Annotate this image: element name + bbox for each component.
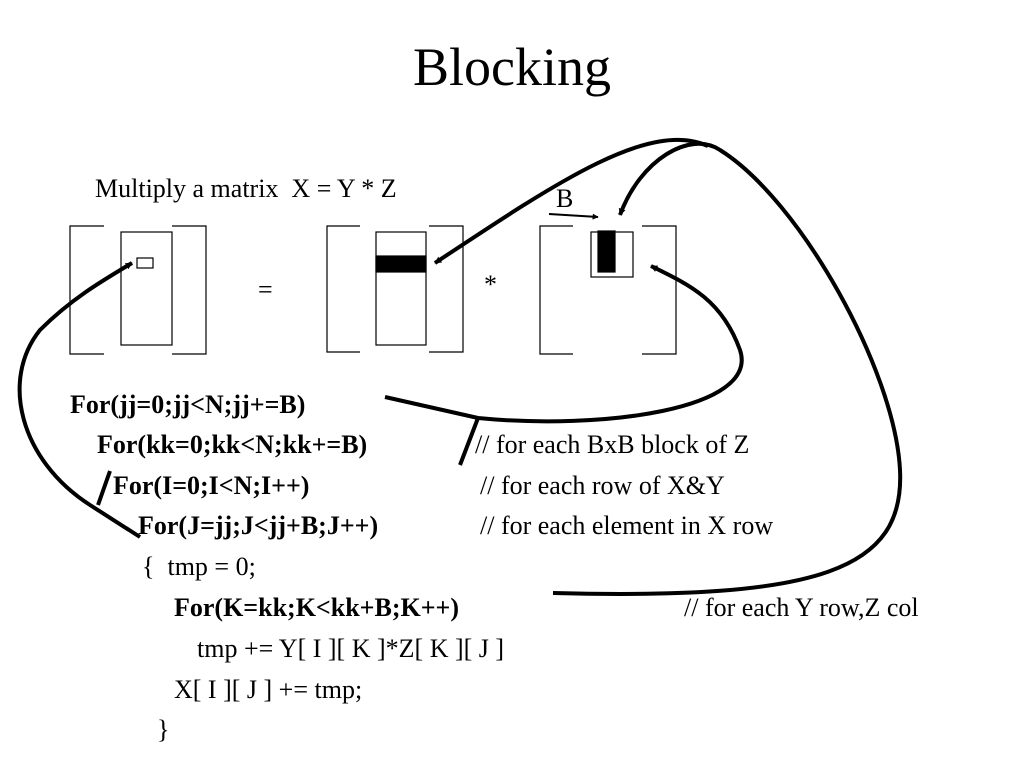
matrix-y-left-bracket bbox=[326, 225, 360, 353]
matrix-y-row-block bbox=[375, 255, 427, 273]
code-line-close-brace: } bbox=[157, 715, 170, 744]
comment-element-in-x-row: // for each element in X row bbox=[480, 511, 774, 540]
slide-title: Blocking bbox=[413, 37, 611, 97]
matrix-y-right-bracket bbox=[429, 225, 464, 353]
comment-block-of-z: // for each BxB block of Z bbox=[475, 430, 750, 459]
matrix-z-column-block bbox=[597, 230, 616, 273]
equals-sign: = bbox=[258, 275, 273, 304]
matrix-y-column-strip bbox=[375, 231, 427, 346]
code-line-kk-loop: For(kk=0;kk<N;kk+=B) bbox=[97, 430, 368, 459]
code-line-jj-loop: For(jj=0;jj<N;jj+=B) bbox=[70, 390, 306, 419]
comment-y-row-z-col: // for each Y row,Z col bbox=[684, 593, 919, 622]
code-line-i-loop: For(I=0;I<N;I++) bbox=[113, 471, 310, 500]
comment-row-of-xy: // for each row of X&Y bbox=[480, 471, 725, 500]
block-size-label: B bbox=[556, 184, 574, 213]
code-line-store: X[ I ][ J ] += tmp; bbox=[174, 675, 363, 704]
code-line-k-loop: For(K=kk;K<kk+B;K++) bbox=[174, 593, 459, 622]
j-loop-arrow bbox=[17, 261, 142, 539]
matrix-z-right-bracket bbox=[642, 225, 677, 355]
k-loop-arrow-to-z bbox=[552, 141, 903, 596]
matrix-x-left-bracket bbox=[69, 225, 104, 355]
i-loop-connector bbox=[96, 470, 112, 506]
matrix-y bbox=[326, 225, 464, 353]
matrix-x bbox=[69, 225, 207, 355]
matrix-z-left-bracket bbox=[539, 225, 573, 355]
code-line-accumulate: tmp += Y[ I ][ K ]*Z[ K ][ J ] bbox=[197, 634, 505, 663]
jj-loop-arrow bbox=[384, 264, 744, 424]
k-loop-arrow-to-y bbox=[433, 137, 709, 265]
matrix-x-right-bracket bbox=[172, 225, 207, 355]
code-line-j-loop: For(J=jj;J<jj+B;J++) bbox=[138, 511, 379, 540]
kk-loop-connector bbox=[458, 417, 480, 466]
subtitle: Multiply a matrix X = Y * Z bbox=[95, 174, 397, 203]
matrix-x-column-strip bbox=[120, 231, 173, 346]
matrix-z bbox=[539, 225, 677, 355]
code-line-tmp-init: { tmp = 0; bbox=[142, 552, 256, 581]
block-width-arrow bbox=[548, 213, 599, 220]
matrix-x-element bbox=[136, 257, 154, 269]
times-sign: * bbox=[484, 270, 497, 299]
